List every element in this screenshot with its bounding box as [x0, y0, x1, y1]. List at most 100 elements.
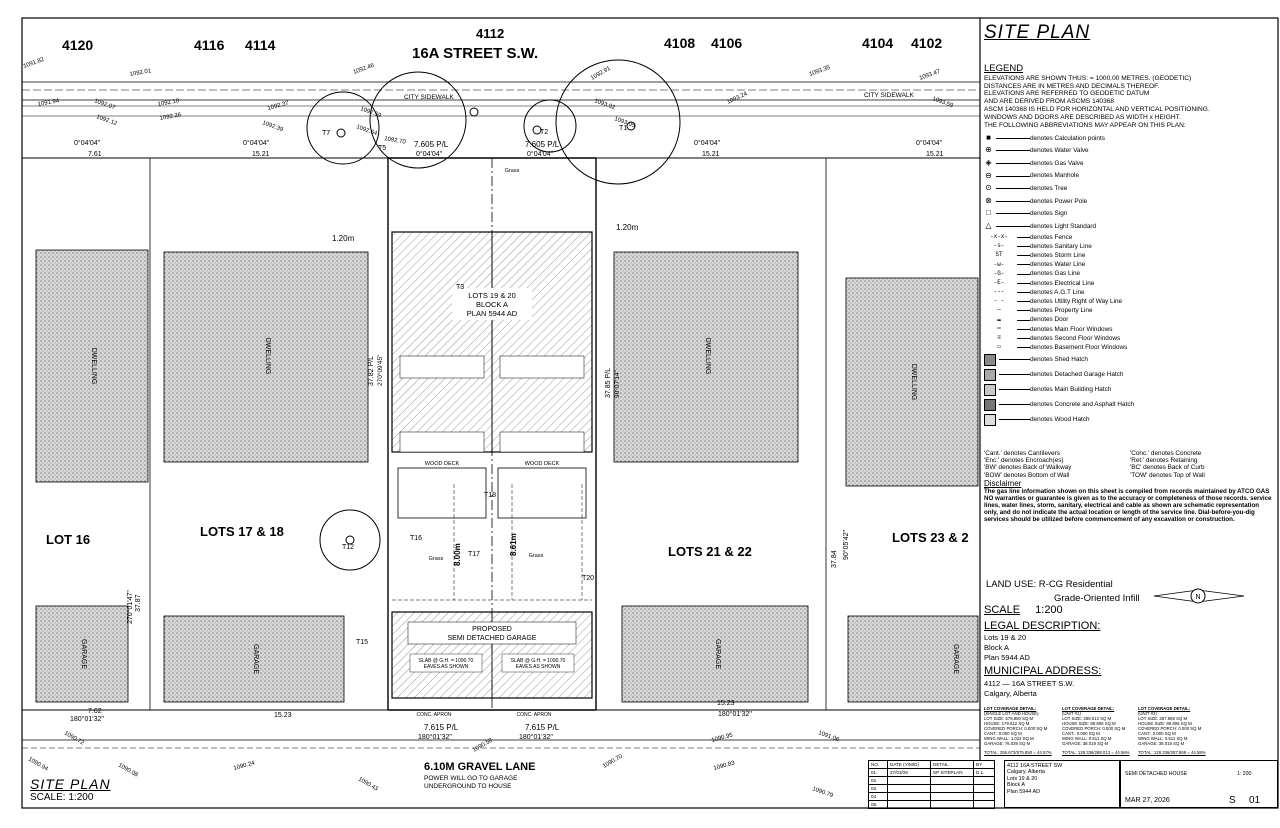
- utility-row-icon: - -: [993, 297, 1005, 305]
- dim-yard-right: 8.61m: [509, 533, 518, 556]
- eaves-right: EAVES AS SHOWN: [516, 664, 561, 670]
- drawing-scale: 1: 200: [1237, 771, 1252, 777]
- dim-width: 15.21: [702, 151, 720, 158]
- tree-label: T3: [456, 284, 464, 291]
- tree-label: T18: [484, 492, 496, 499]
- house-number: 4106: [711, 35, 742, 51]
- drawing-title: SEMI DETACHED HOUSE 1: 200 MAR 27, 2026 …: [1120, 760, 1278, 808]
- svg-text:1092.39: 1092.39: [261, 120, 284, 133]
- conc-apron-left: CONC. APRON: [416, 712, 451, 718]
- disclaimer: Disclaimer The gas line information show…: [984, 479, 1274, 524]
- legend-line-item: -w-denotes Water Line: [984, 260, 1276, 269]
- legend-line-item: ▭denotes Basement Floor Windows: [984, 343, 1276, 352]
- tree-label: T17: [468, 551, 480, 558]
- legend-hatch-item: denotes Detached Garage Hatch: [984, 367, 1276, 382]
- dwelling-label: DWELLING: [910, 364, 917, 401]
- dim-width: 15.23: [717, 700, 735, 707]
- dwelling-lot16: [35, 249, 149, 483]
- manhole-icon: ⊖: [985, 170, 992, 180]
- municipal-line: 4112 — 16A STREET S.W.: [984, 678, 1075, 688]
- svg-text:1092.91: 1092.91: [590, 65, 612, 81]
- legal-line: Plan 5944 AD: [984, 652, 1030, 662]
- proposed-house: [391, 231, 593, 453]
- land-use: LAND USE: R-CG Residential Grade-Oriente…: [986, 578, 1140, 606]
- property-line-icon: —: [997, 306, 1001, 314]
- house-number: 4120: [62, 37, 93, 53]
- sidewalk-label-left: CITY SIDEWALK: [404, 94, 455, 101]
- legend-intro: ELEVATIONS ARE SHOWN THUS: = 1000.00 MET…: [984, 74, 1192, 82]
- dim-width: 15.21: [252, 151, 270, 158]
- basement-window-icon: ▭: [997, 343, 1001, 351]
- dim-bearing-top: 0°04'04": [916, 139, 943, 147]
- svg-text:1090.24: 1090.24: [233, 760, 256, 772]
- abbreviation: 'Cant.' denotes Cantilevers: [984, 450, 1060, 457]
- svg-text:1093.35: 1093.35: [809, 65, 832, 78]
- dim-side-left: 37.82 P/L: [368, 356, 375, 386]
- dim-front-left: 1.20m: [332, 234, 355, 243]
- dim-side-left-bearing: 270°09'45": [376, 354, 384, 386]
- main-building-hatch-icon: [984, 383, 996, 396]
- slab-left: SLAB @ G.H. = 1090.70: [419, 658, 474, 664]
- electrical-line-icon: -E-: [993, 278, 1005, 286]
- municipal-heading: MUNICIPAL ADDRESS:: [984, 665, 1102, 677]
- tree-label: T7: [322, 130, 330, 137]
- tree-label: T15: [356, 639, 368, 646]
- garage-lots17-18: [163, 615, 345, 703]
- house-number: 4112: [476, 26, 504, 41]
- legend-item: ⊕denotes Water Valve: [985, 145, 1089, 155]
- house-number: 4102: [911, 35, 942, 51]
- deck-labels: WOOD DECK WOOD DECK Grass Grass Grass: [425, 168, 560, 562]
- legend-line-item: —denotes Property Line: [984, 306, 1276, 315]
- disclaimer-text: The gas line information shown on this s…: [984, 487, 1272, 523]
- tree-label: T12: [342, 544, 354, 551]
- panel-title: SITE PLAN: [984, 22, 1091, 43]
- legend-line-item: ≡denotes Second Floor Windows: [984, 334, 1276, 343]
- storm-line-icon: ST: [995, 251, 1003, 259]
- dim-bearing: 180°01'32": [718, 710, 752, 718]
- land-use-line2: Grade-Oriented Infill: [1054, 592, 1140, 604]
- house-number-labels: 4120 4116 4114 4112 4108 4106 4104 4102: [62, 26, 942, 53]
- legend-item: △denotes Light Standard: [985, 220, 1097, 230]
- tree-label: T1: [619, 125, 627, 132]
- project-info: 4112 16A STREET SW Calgary, Alberta Lots…: [1004, 760, 1120, 808]
- svg-text:1090.08: 1090.08: [117, 763, 139, 779]
- svg-text:1092.26: 1092.26: [159, 112, 182, 122]
- gas-valve-icon: ◈: [985, 157, 992, 167]
- sidewalk-label-right: CITY SIDEWALK: [864, 92, 915, 99]
- legend-intro: ASCM 140368 IS HELD FOR HORIZONTAL AND V…: [984, 106, 1210, 114]
- house-number: 4114: [245, 37, 276, 53]
- legend-line-item: -x-x-denotes Fence: [984, 233, 1276, 242]
- sheet-number: 01: [1249, 795, 1261, 806]
- scale-label: SCALE: [984, 604, 1021, 616]
- land-use-line1: LAND USE: R-CG Residential: [986, 579, 1113, 590]
- legend-heading: LEGEND: [984, 63, 1024, 74]
- slab-right: SLAB @ G.H. = 1090.70: [511, 658, 566, 664]
- svg-text:1093.59: 1093.59: [931, 96, 954, 109]
- svg-text:1092.59: 1092.59: [359, 106, 382, 119]
- dim-pl-bottom-left: 7.615 P/L: [424, 723, 459, 732]
- legend-intro: AND ARE DERIVED FROM ASCMS 140368: [984, 98, 1115, 106]
- tree-label: T5: [378, 145, 386, 152]
- dim-pl-top-left: 7.605 P/L: [414, 140, 449, 149]
- sign-icon: □: [986, 208, 991, 218]
- scale-value: 1:200: [1035, 604, 1063, 616]
- lot-label: LOTS 23 & 2: [892, 530, 969, 545]
- garage-labels: PROPOSED SEMI DETACHED GARAGE SLAB @ G.H…: [416, 626, 565, 718]
- eaves-left: EAVES AS SHOWN: [424, 664, 469, 670]
- legend-panel: SITE PLAN LEGEND ELEVATIONS ARE SHOWN TH…: [980, 18, 1278, 808]
- garage-label: GARAGE: [952, 644, 959, 674]
- legend-intro: WINDOWS AND DOORS ARE DESCRIBED AS WIDTH…: [984, 114, 1181, 122]
- sanitary-line-icon: -s-: [993, 242, 1005, 250]
- house-number: 4108: [664, 35, 695, 51]
- coverage-column: LOT COVERAGE DETAIL: (SINGLE LOT AND HOU…: [984, 706, 1052, 755]
- lane-note-1: POWER WILL GO TO GARAGE: [424, 775, 518, 782]
- coverage-column: LOT COVERAGE DETAIL: (UNIT #2) LOT SIZE:…: [1138, 706, 1206, 755]
- lot-label: LOTS 17 & 18: [200, 524, 284, 539]
- water-line-icon: -w-: [993, 260, 1005, 268]
- grass-label: Grass: [505, 168, 520, 174]
- dwelling-lots17-18: [163, 251, 369, 463]
- dim-bearing-top: 0°04'04": [527, 150, 554, 158]
- conc-apron-right: CONC. APRON: [516, 712, 551, 718]
- legend-item: ⊙denotes Tree: [985, 183, 1068, 193]
- dim-bearing-top: 0°04'04": [74, 139, 101, 147]
